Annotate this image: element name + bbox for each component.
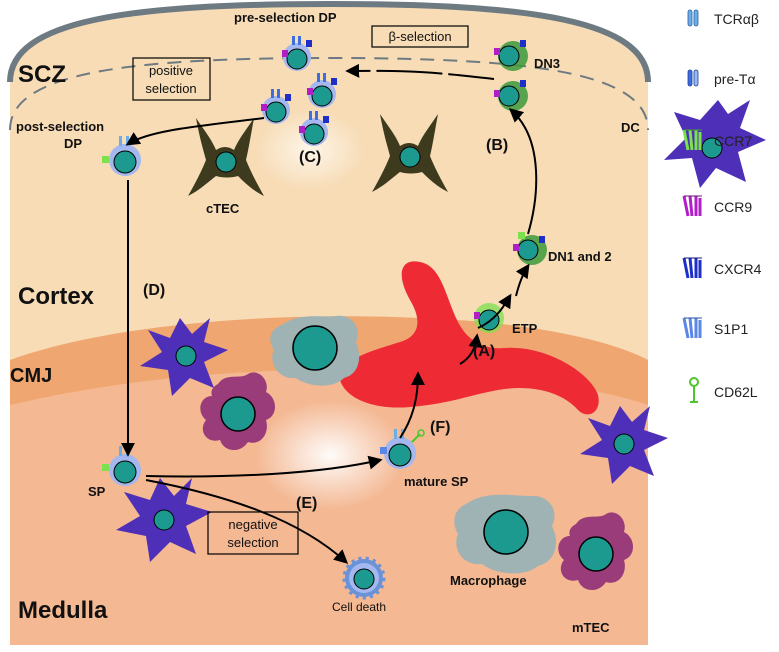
cd62l-icon xyxy=(689,377,699,403)
label-sp: SP xyxy=(88,484,106,499)
cxcr4-icon xyxy=(682,257,702,279)
beta-selection-box: β-selection xyxy=(371,25,469,48)
step-label-d: (D) xyxy=(143,282,165,299)
label-ctec: cTEC xyxy=(206,201,240,216)
dn3-cell-lower xyxy=(494,80,528,111)
sp-cell xyxy=(102,446,141,486)
legend-item-cd62l: CD62L xyxy=(689,377,758,403)
legend-label-s1p1: S1P1 xyxy=(714,321,748,337)
label-cell-death: Cell death xyxy=(332,600,386,614)
pre-ta-icon xyxy=(687,69,699,87)
beta-selection-label: β-selection xyxy=(388,29,451,44)
step-label-e: (E) xyxy=(296,495,317,512)
macrophage-cmj xyxy=(270,315,360,386)
legend: TCRαβ pre-Tα CCR7 CCR9 xyxy=(682,9,762,403)
legend-item-cxcr4: CXCR4 xyxy=(682,257,762,279)
zone-label-medulla: Medulla xyxy=(18,597,108,624)
label-etp: ETP xyxy=(512,321,538,336)
negative-selection-label-line2: selection xyxy=(227,535,278,550)
apoptotic-cell xyxy=(342,556,386,600)
zone-label-cortex: Cortex xyxy=(18,283,95,310)
dn3-cell-upper xyxy=(494,40,528,71)
mtec-cell-medulla xyxy=(558,512,633,591)
migration-arrows xyxy=(121,63,538,564)
zone-label-cmj: CMJ xyxy=(10,365,52,387)
legend-item-tcr: TCRαβ xyxy=(687,9,759,27)
ctec-cell-right xyxy=(372,114,448,192)
legend-label-ccr9: CCR9 xyxy=(714,199,752,215)
legend-label-ccr7: CCR7 xyxy=(714,133,752,149)
scz-boundary xyxy=(9,56,649,131)
step-label-c: (C) xyxy=(299,149,321,166)
step-label-a: (A) xyxy=(473,343,495,360)
label-dc: DC xyxy=(621,120,640,135)
label-mature-sp: mature SP xyxy=(404,474,469,489)
s1p1-icon xyxy=(682,317,702,339)
legend-label-pre-ta: pre-Tα xyxy=(714,71,756,87)
capsule xyxy=(7,0,651,83)
legend-label-tcr: TCRαβ xyxy=(714,11,759,27)
label-pre-selection-dp: pre-selection DP xyxy=(234,10,337,25)
step-label-b: (B) xyxy=(486,137,508,154)
ctec-cell-left xyxy=(188,118,264,196)
positive-selection-label-line2: selection xyxy=(145,81,196,96)
label-dn3: DN3 xyxy=(534,56,560,71)
legend-label-cxcr4: CXCR4 xyxy=(714,261,762,277)
dendritic-cell-medulla-left xyxy=(116,478,212,562)
legend-item-pre-ta: pre-Tα xyxy=(687,69,756,87)
positive-selection-box: positive selection xyxy=(132,57,211,101)
legend-item-ccr7: CCR7 xyxy=(682,129,752,151)
negative-selection-box: negative selection xyxy=(207,511,299,555)
label-dn1-and-2: DN1 and 2 xyxy=(548,249,612,264)
tcr-icon xyxy=(687,9,699,27)
positive-selection-label-line1: positive xyxy=(149,63,193,78)
dn1-and-2-cell xyxy=(513,232,547,265)
label-mtec: mTEC xyxy=(572,620,610,635)
pre-selection-dp-cell xyxy=(282,36,312,71)
ccr9-icon xyxy=(682,195,702,217)
negative-selection-label-line1: negative xyxy=(228,517,277,532)
legend-item-s1p1: S1P1 xyxy=(682,317,748,339)
label-macrophage: Macrophage xyxy=(450,573,527,588)
step-label-f: (F) xyxy=(430,419,450,436)
post-selection-dp-cell xyxy=(102,136,141,176)
legend-item-ccr9: CCR9 xyxy=(682,195,752,217)
dendritic-cell-cortex xyxy=(140,318,228,396)
zone-label-scz: SCZ xyxy=(18,61,66,88)
label-post-selection-line2: DP xyxy=(64,136,82,151)
dp-cluster xyxy=(261,73,337,146)
legend-label-cd62l: CD62L xyxy=(714,384,758,400)
dendritic-cell-dc xyxy=(664,100,766,188)
label-post-selection-line1: post-selection xyxy=(16,119,104,134)
dendritic-cell-medulla-right xyxy=(580,406,668,484)
mtec-cell-cmj xyxy=(200,372,275,451)
macrophage-medulla xyxy=(454,494,556,574)
ccr7-icon xyxy=(682,129,702,151)
